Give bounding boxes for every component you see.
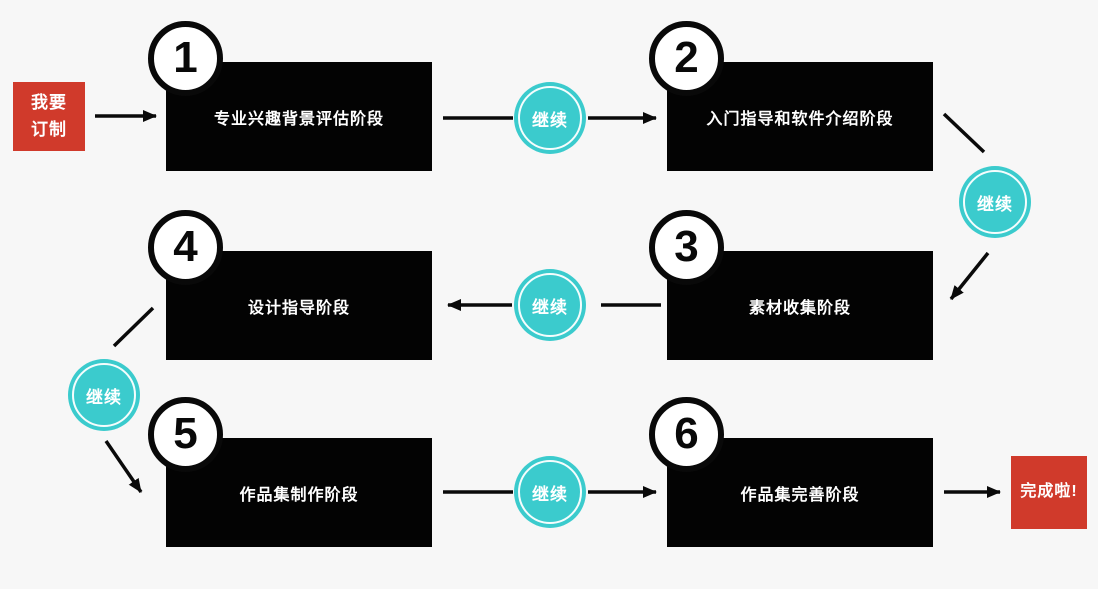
finish-label: 完成啦! <box>1020 483 1078 501</box>
stage-number-6: 6 <box>674 408 699 458</box>
continue-badge-1: 继续 <box>514 82 586 154</box>
stage-number-2: 2 <box>674 32 699 82</box>
continue-label: 继续 <box>86 387 122 407</box>
stage-box-2: 2 入门指导和软件介绍阶段 <box>649 21 933 171</box>
stage-number-badge-5: 5 <box>148 397 223 472</box>
stage-number-3: 3 <box>674 221 699 271</box>
stage-label-1: 专业兴趣背景评估阶段 <box>213 110 384 128</box>
stage-label-2: 入门指导和软件介绍阶段 <box>706 110 894 128</box>
stage-box-5: 5 作品集制作阶段 <box>148 397 432 547</box>
continue-badge-4: 继续 <box>68 359 140 431</box>
start-order-button[interactable]: 我要 订制 <box>13 82 85 151</box>
stage-number-badge-1: 1 <box>148 21 223 96</box>
stage-number-badge-2: 2 <box>649 21 724 96</box>
stage-label-4: 设计指导阶段 <box>247 299 350 317</box>
arrow-continue-to-stage5 <box>104 440 143 493</box>
stage-box-6: 6 作品集完善阶段 <box>649 397 933 547</box>
line-stage4-to-continue <box>112 306 155 348</box>
start-order-label-line2: 订制 <box>31 119 67 139</box>
stage-label-6: 作品集完善阶段 <box>740 486 860 504</box>
stage-number-5: 5 <box>173 408 198 458</box>
finish-badge: 完成啦! <box>1011 456 1087 529</box>
continue-label: 继续 <box>532 110 568 130</box>
stage-number-badge-6: 6 <box>649 397 724 472</box>
continue-badge-3: 继续 <box>514 269 586 341</box>
stage-label-5: 作品集制作阶段 <box>239 486 359 504</box>
continue-label: 继续 <box>532 297 568 317</box>
line-stage2-to-continue <box>942 112 986 154</box>
stage-box-3: 3 素材收集阶段 <box>649 210 933 360</box>
stage-box-1: 1 专业兴趣背景评估阶段 <box>148 21 432 171</box>
stage-number-1: 1 <box>173 32 198 82</box>
stage-box-4: 4 设计指导阶段 <box>148 210 432 360</box>
stage-number-badge-4: 4 <box>148 210 223 285</box>
continue-badge-5: 继续 <box>514 456 586 528</box>
stage-number-badge-3: 3 <box>649 210 724 285</box>
arrow-continue-to-stage3 <box>949 251 990 301</box>
stage-label-3: 素材收集阶段 <box>748 299 851 317</box>
continue-label: 继续 <box>532 484 568 504</box>
continue-badge-2: 继续 <box>959 166 1031 238</box>
stage-number-4: 4 <box>173 221 198 271</box>
start-order-label-line1: 我要 <box>31 93 67 113</box>
continue-label: 继续 <box>977 194 1013 214</box>
